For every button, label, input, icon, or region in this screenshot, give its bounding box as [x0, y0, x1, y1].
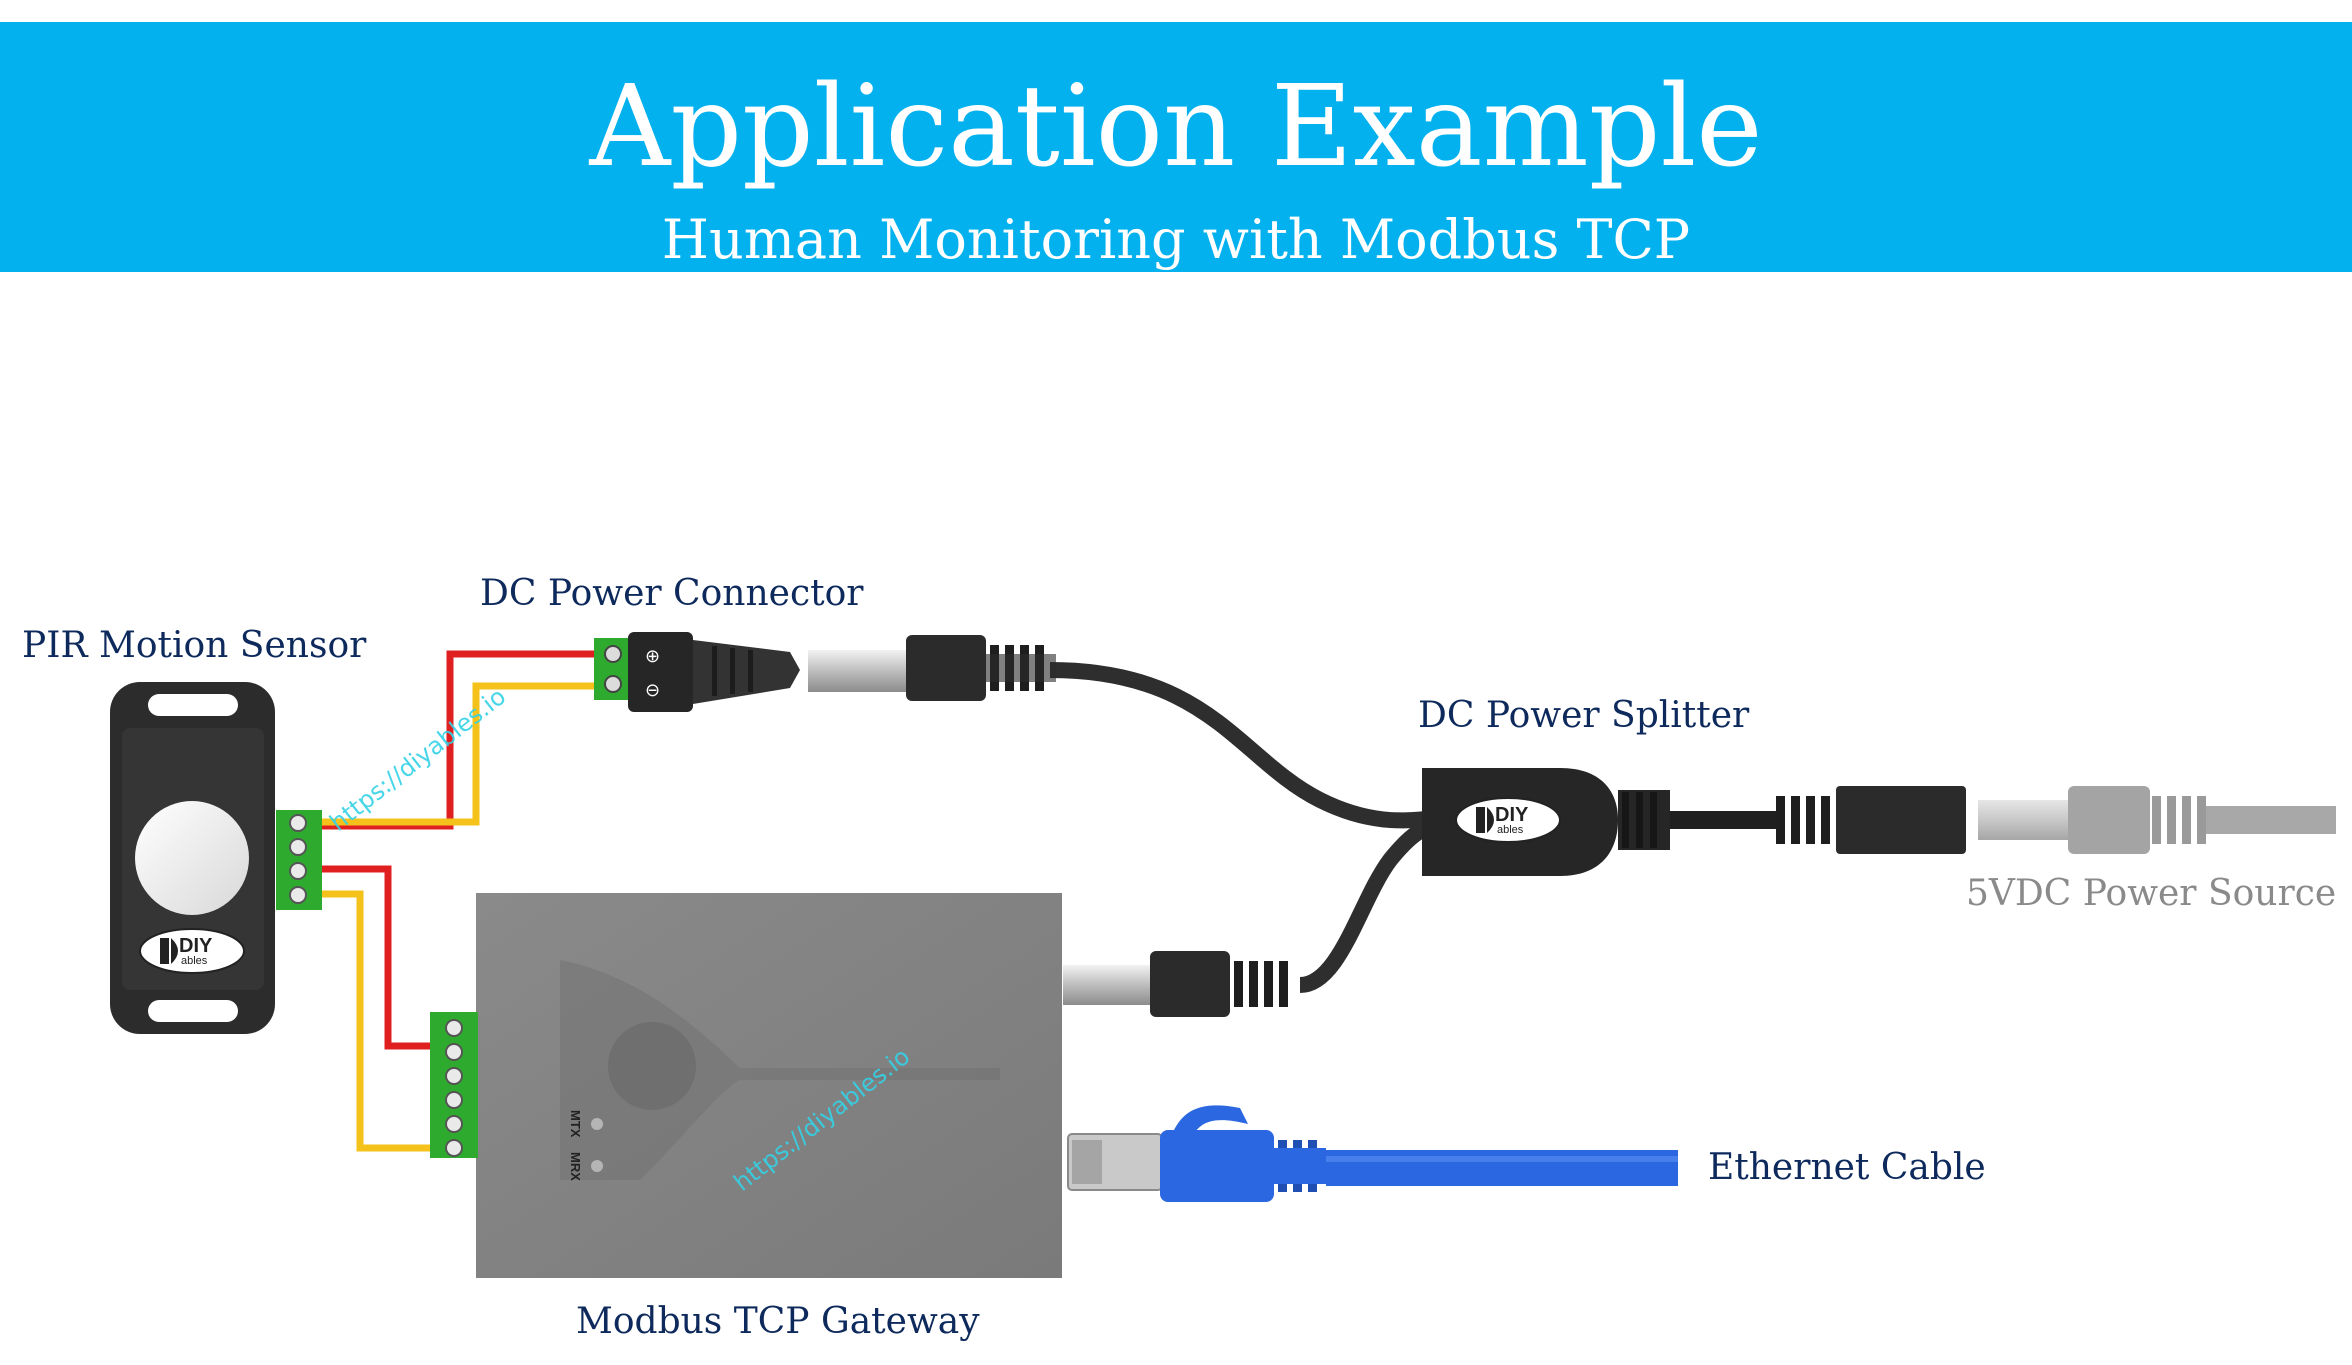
- dc-socket-source: [1776, 786, 1966, 854]
- label-pir-motion-sensor: PIR Motion Sensor: [22, 625, 367, 666]
- splitter-logo-bottom: ables: [1497, 824, 1524, 836]
- label-5vdc-power-source: 5VDC Power Source: [1966, 873, 2337, 914]
- red-wire-to-connector: [315, 650, 605, 830]
- pir-motion-sensor: DIY ables: [110, 682, 322, 1034]
- modbus-tcp-gateway: MTX MRX: [430, 893, 1062, 1278]
- gateway-body: [476, 893, 1062, 1278]
- cable-connector-to-splitter: [1049, 662, 1441, 829]
- mount-slot-top: [148, 694, 238, 716]
- connector-taper: [693, 640, 800, 704]
- page-subtitle: Human Monitoring with Modbus TCP: [661, 208, 1691, 271]
- cable-gateway-to-splitter: [1298, 817, 1441, 993]
- plug-gateway-barrel: [1063, 965, 1151, 1005]
- led-label-mrx: MRX: [568, 1152, 583, 1181]
- red-wire-to-gateway: [315, 865, 440, 1050]
- title-banner: Application Example Human Monitoring wit…: [0, 22, 2352, 272]
- splitter-logo-top: DIY: [1495, 804, 1529, 826]
- yellow-wire-to-gateway: [315, 890, 440, 1152]
- led-mrx: [591, 1160, 603, 1172]
- led-label-mtx: MTX: [568, 1110, 583, 1138]
- ethernet-cable: [1067, 1105, 1678, 1202]
- label-dc-power-connector: DC Power Connector: [480, 573, 864, 614]
- led-mtx: [591, 1118, 603, 1130]
- wires-sensor-to-connector: [315, 650, 605, 830]
- sensor-logo-top: DIY: [179, 935, 213, 957]
- pir-lens: [135, 801, 249, 915]
- page-title: Application Example: [589, 62, 1763, 192]
- label-dc-power-splitter: DC Power Splitter: [1418, 695, 1750, 736]
- connector-barrel: [808, 650, 908, 692]
- mount-slot-bottom: [148, 1000, 238, 1022]
- sensor-logo-bottom: ables: [181, 955, 208, 967]
- label-modbus-tcp-gateway: Modbus TCP Gateway: [576, 1301, 980, 1342]
- minus-mark: ⊖: [645, 680, 660, 701]
- dc-plug-gateway: [1063, 951, 1288, 1017]
- watermark-sensor: https://diyables.io: [324, 682, 511, 836]
- gateway-front-panel: [560, 960, 1000, 1180]
- yellow-wire-to-connector: [315, 682, 605, 826]
- ethernet-wire: [1326, 1150, 1678, 1186]
- power-source-plug: [1978, 786, 2336, 854]
- wires-sensor-to-gateway: [315, 865, 440, 1152]
- dc-plug-left: [906, 635, 1056, 701]
- gateway-terminal-block: [430, 1012, 478, 1158]
- sensor-logo: DIY ables: [139, 928, 245, 974]
- plus-mark: ⊕: [645, 646, 660, 667]
- connector-body: [628, 632, 693, 712]
- dc-power-splitter: DIY ables: [1422, 768, 1670, 876]
- sensor-terminal-block: [276, 810, 322, 910]
- rj45-boot: [1160, 1130, 1274, 1202]
- dc-power-connector: ⊕ ⊖: [594, 632, 908, 712]
- label-ethernet-cable: Ethernet Cable: [1708, 1147, 1986, 1188]
